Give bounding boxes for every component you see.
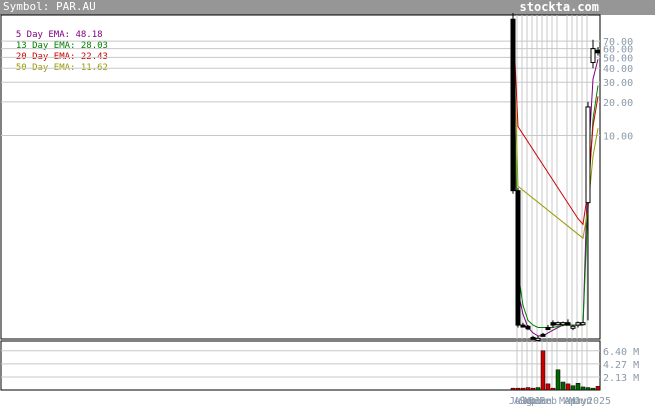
candle-body	[530, 336, 536, 340]
price-tick-label: 10.00	[603, 131, 633, 142]
candle-body	[575, 322, 581, 326]
volume-bar	[535, 387, 541, 391]
price-panel-frame	[0, 14, 601, 340]
x-tick-label: Sep	[519, 396, 537, 406]
price-tick-label: 20.00	[603, 98, 633, 109]
x-tick-label: Apr	[564, 396, 582, 406]
volume-tick-label: 6.40 M	[603, 347, 639, 358]
volume-bar	[555, 369, 561, 391]
volume-bar	[565, 383, 571, 391]
volume-bar	[540, 350, 546, 391]
x-tick-label: Feb	[539, 396, 557, 406]
candle-body	[510, 18, 516, 192]
candle-body	[550, 322, 556, 326]
volume-bar	[570, 385, 576, 391]
volume-bar	[590, 387, 596, 391]
candle-body	[570, 325, 576, 329]
volume-bar	[520, 387, 526, 391]
candle-body	[555, 322, 561, 326]
volume-bar	[595, 386, 601, 391]
volume-bar	[545, 383, 551, 391]
ema-line-5	[512, 19, 599, 337]
candle-body	[580, 322, 586, 326]
x-tick-label: May	[569, 396, 587, 406]
volume-panel-frame	[0, 340, 601, 391]
candle-body	[545, 327, 551, 331]
legend-ema-13: 13 Day EMA: 28.03	[15, 41, 108, 51]
volume-bar	[575, 383, 581, 391]
candle-body	[595, 49, 601, 54]
chart-header-bar: Symbol: PAR.AU stockta.com	[0, 0, 655, 15]
x-tick-label: 2025	[587, 396, 611, 406]
x-tick-label: Mar	[559, 396, 577, 406]
price-tick-label: 40.00	[603, 64, 633, 75]
candle-body	[535, 337, 541, 341]
x-tick-label: Jun	[574, 396, 592, 406]
ema-line-13	[512, 19, 599, 328]
price-tick-label: 60.00	[603, 45, 633, 56]
candle-body	[540, 333, 546, 337]
candle-body	[515, 190, 521, 326]
price-tick-label: 50.00	[603, 53, 633, 64]
volume-bar	[510, 387, 516, 391]
x-tick-label: Nov	[524, 396, 542, 406]
ema-line-20	[512, 19, 599, 226]
brand-label: stockta.com	[519, 0, 599, 14]
volume-bar	[515, 387, 521, 391]
symbol-label: Symbol: PAR.AU	[3, 0, 96, 13]
legend-ema-5: 5 Day EMA: 48.18	[15, 30, 103, 40]
ema-line-50	[512, 19, 599, 240]
candle-body	[560, 322, 566, 326]
volume-bar	[580, 386, 586, 391]
candle-body	[590, 48, 596, 64]
volume-tick-label: 2.13 M	[603, 373, 639, 384]
volume-bar	[585, 387, 591, 391]
candle-body	[585, 106, 591, 204]
price-tick-label: 70.00	[603, 37, 633, 48]
volume-tick-label: 4.27 M	[603, 360, 639, 371]
volume-bar	[525, 387, 531, 391]
volume-bar	[530, 387, 536, 391]
volume-bar	[550, 387, 556, 391]
x-tick-label: Aug	[514, 396, 532, 406]
candle-body	[525, 325, 531, 330]
price-tick-label: 30.00	[603, 78, 633, 89]
volume-bar	[560, 381, 566, 391]
candle-body	[565, 322, 571, 326]
candle-body	[520, 324, 526, 328]
x-tick-label: Dec	[529, 396, 547, 406]
x-tick-label: Jul	[509, 396, 527, 406]
x-tick-label: Jan	[534, 396, 552, 406]
